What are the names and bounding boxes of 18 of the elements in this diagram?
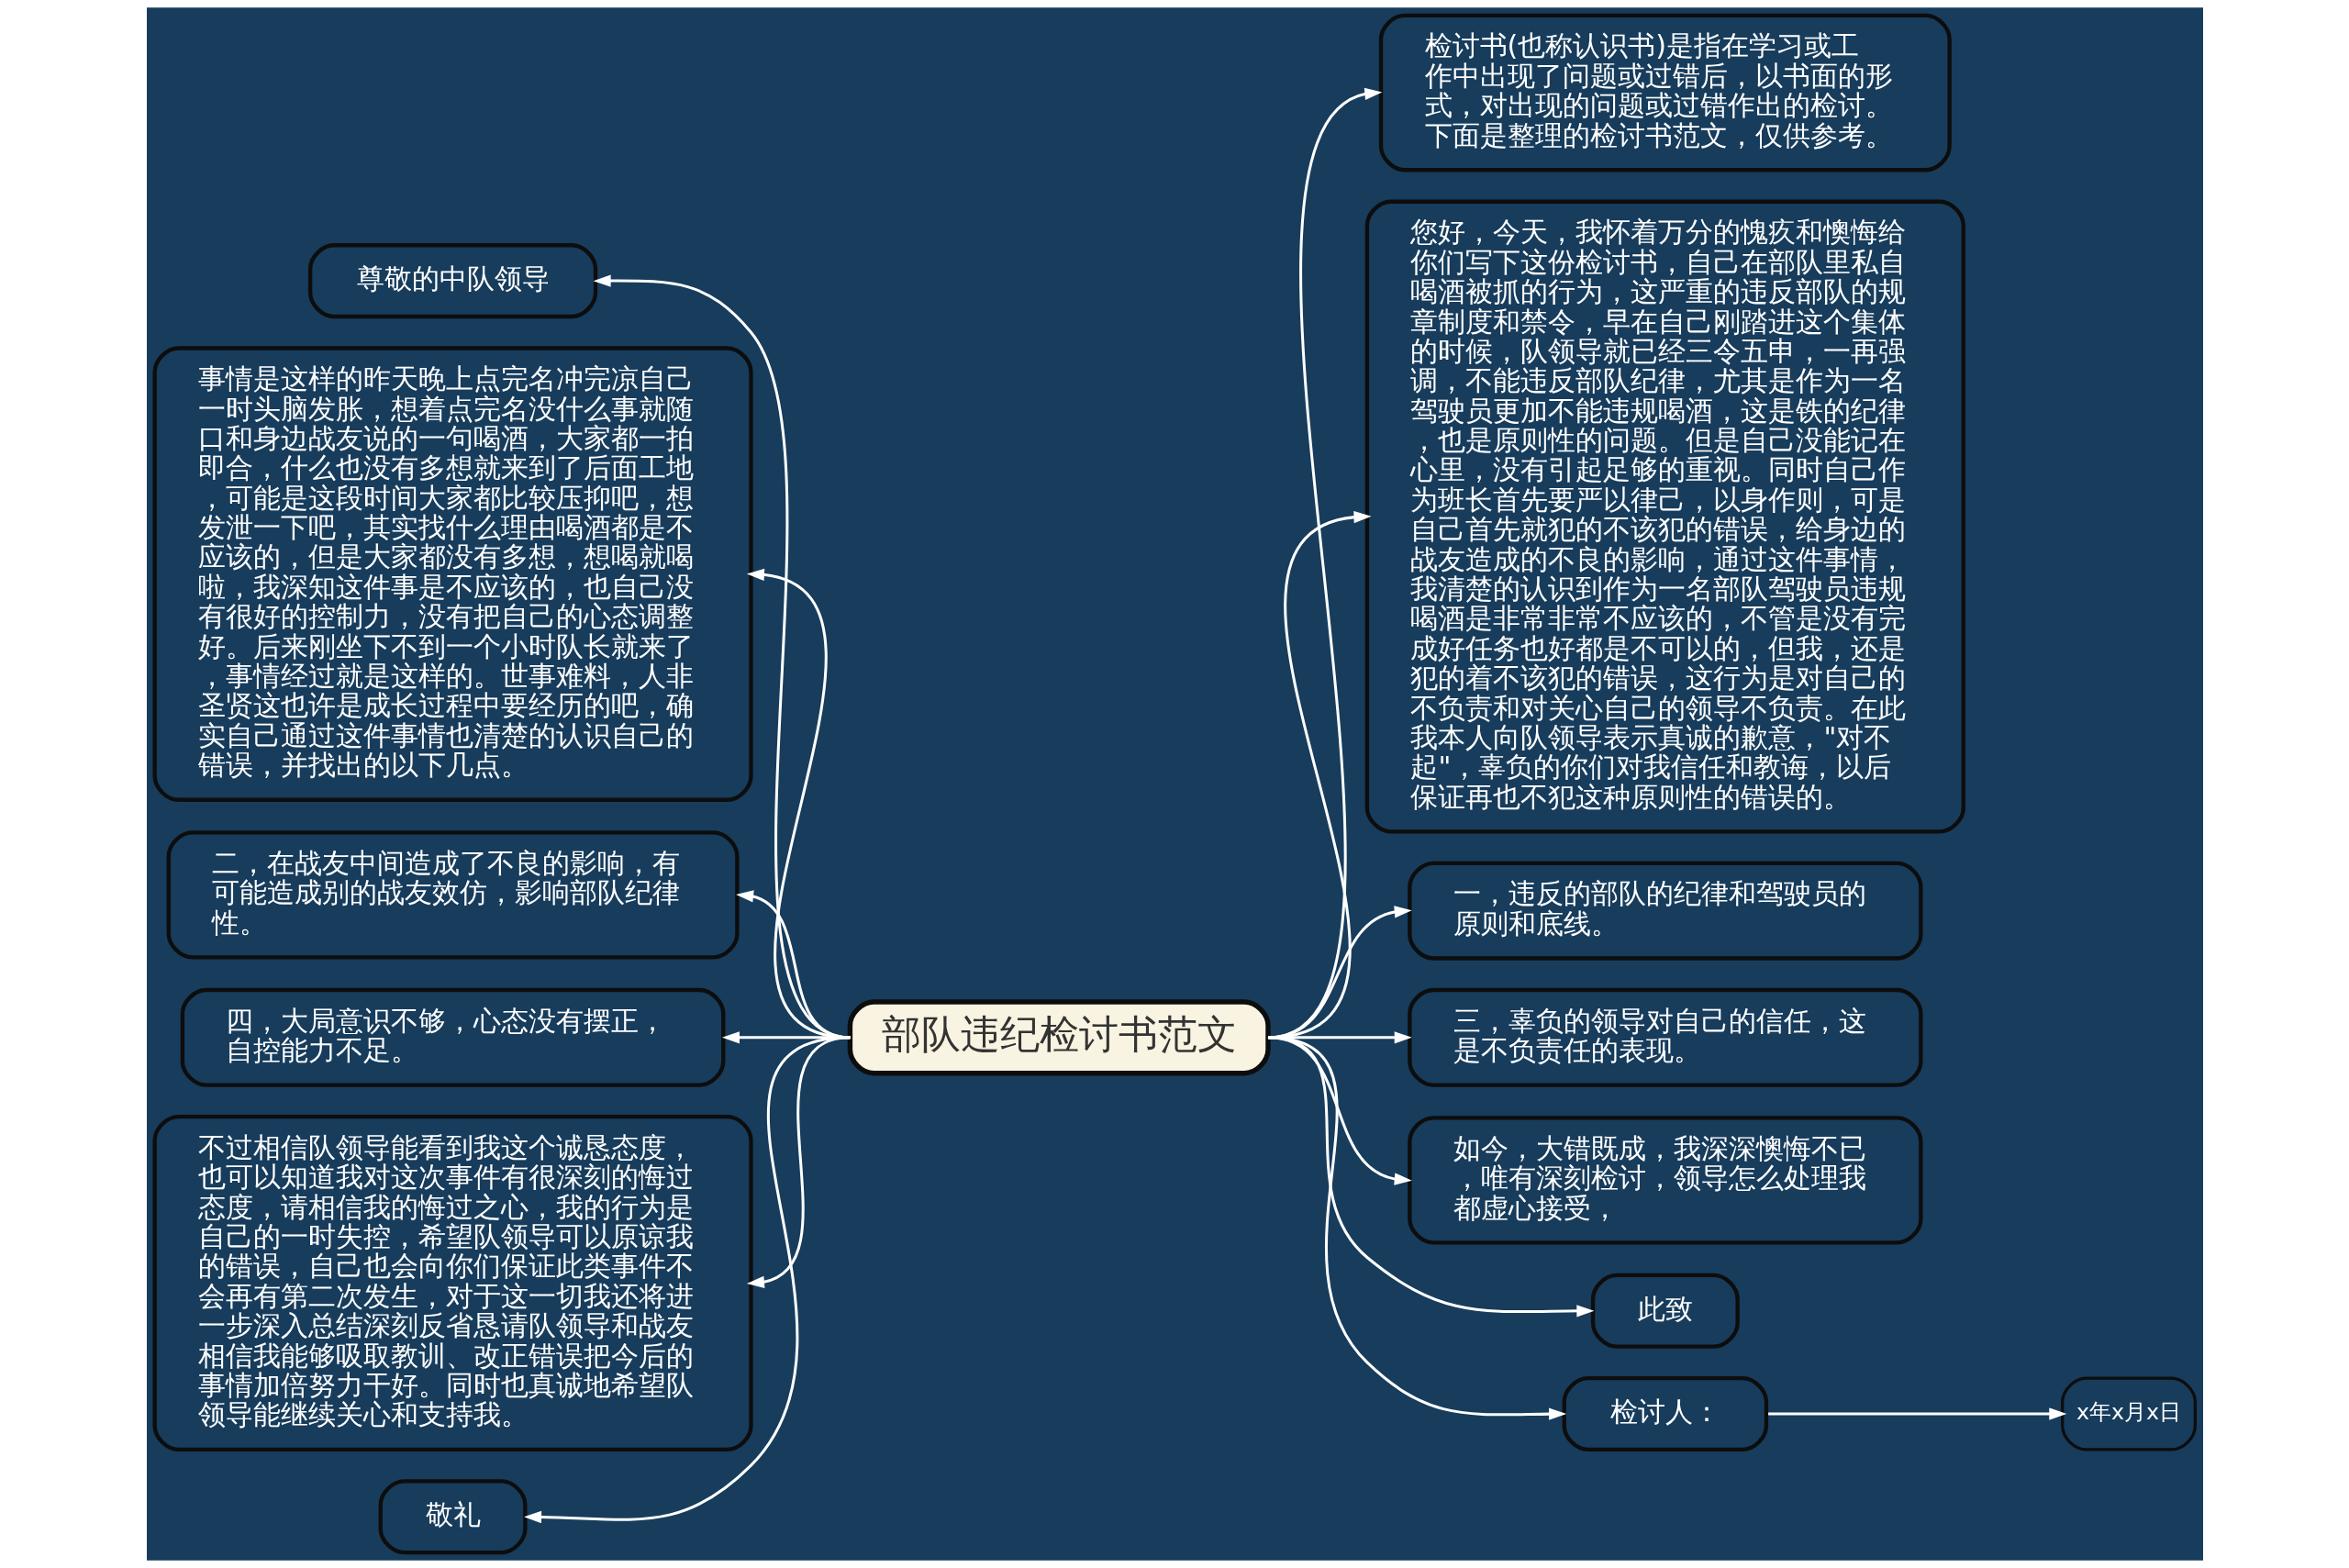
node-box: 如今，大错既成，我深深懊悔不已，唯有深刻检讨，领导怎么处理我都虚心接受，	[1407, 1116, 1922, 1245]
node-box: 您好，今天，我怀着万分的愧疚和懊悔给你们写下这份检讨书，自己在部队里私自喝酒被抓的行为，这严重的违反部队的规章制度和禁令，早在自己刚踏进这个集体的时候，队领导就已经三令五申，一再强调，不能违反部队纪律，尤其是作为一名驾驶员更加不能违规喝酒，这是铁的纪律，也是原则性的问题。但是自己没能记在心里，没有引起足够的重视。同时自己作为班长首先要严以律己，以身作则，可是自己首先就犯的不该犯的错误，给身边的战友造成的不良的影响，通过这件事情，我清楚的认识到作为一名部队驾驶员违规喝酒是非常非常不应该的，不管是没有完成好任务也好都是不可以的，但我，还是犯的着不该犯的错误，这行为是对自己的不负责和对关心自己的领导不负责。在此我本人向队领导表示真诚的歉意，"对不起"，辜负的你们对我信任和教诲，以后保证再也不犯这种原则性的错误的。	[1364, 199, 1965, 834]
node-box: 检讨人：	[1562, 1376, 1768, 1452]
node-box: 检讨书(也称认识书)是指在学习或工作中出现了问题或过错后，以书面的形式，对出现的问题或过错作出的检讨。下面是整理的检讨书范文，仅供参考。	[1378, 13, 1952, 172]
arrow	[523, 1036, 851, 1524]
node-box: 此致	[1590, 1273, 1740, 1349]
arrow	[1267, 1036, 1566, 1420]
node-box: 敬礼	[378, 1479, 527, 1555]
node-box: 三，辜负的领导对自己的信任，这是不负责任的表现。	[1407, 987, 1922, 1087]
node-box: x年x月x日	[2060, 1376, 2197, 1451]
node-box: 二，在战友中间造成了不良的影响，有可能造成别的战友效仿，影响部队纪律性。	[166, 830, 740, 960]
node-box: 四，大局意识不够，心态没有摆正，自控能力不足。	[180, 987, 725, 1087]
node-box: 不过相信队领导能看到我这个诚恳态度，也可以知道我对这次事件有很深刻的悔过态度，请相信我的悔过之心，我的行为是自己的一时失控，希望队领导可以原谅我的错误，自己也会向你们保证此类事件不会再有第二次发生，对于这一切我还将进一步深入总结深刻反省恳请队领导和战友相信我能够吸取教训、改正错误把今后的事情加倍努力干好。同时也真诚地希望队领导能继续关心和支持我。	[152, 1115, 753, 1452]
arrow	[1767, 1407, 2066, 1420]
node-box: 尊敬的中队领导	[307, 243, 597, 319]
node-box: 事情是这样的昨天晚上点完名冲完凉自己一时头脑发胀，想着点完名没什么事就随口和身边战友说的一句喝酒，大家都一拍即合，什么也没有多想就来到了后面工地，可能是这段时间大家都比较压抑吧，想发泄一下吧，其实找什么理由喝酒都是不应该的，但是大家都没有多想，想喝就喝啦，我深知这件事是不应该的，也自己没有很好的控制力，没有把自己的心态调整好。后来刚坐下不到一个小时队长就来了，事情经过就是这样的。世事难料，人非圣贤这也许是成长过程中要经历的吧，确实自己通过这件事情也清楚的认识自己的错误，并找出的以下几点。	[152, 346, 753, 802]
node-box: 部队违纪检讨书范文	[847, 999, 1271, 1076]
node-box: 一，违反的部队的纪律和驾驶员的原则和底线。	[1407, 861, 1922, 961]
